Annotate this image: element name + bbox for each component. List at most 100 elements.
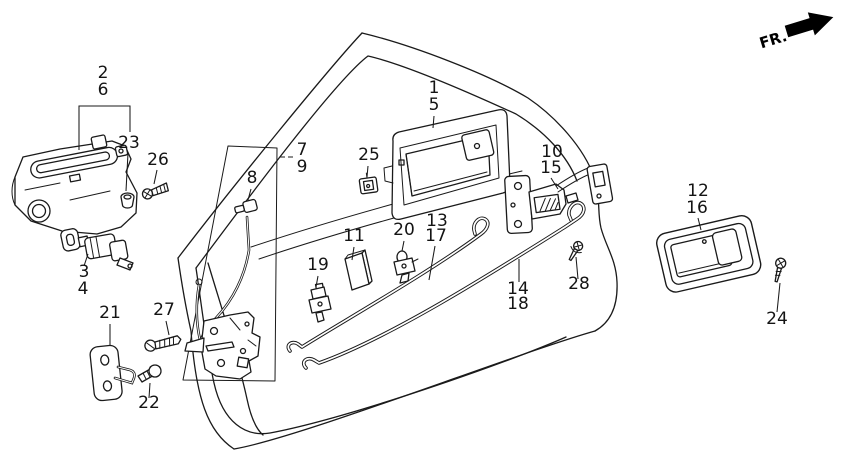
screw-27-shaft (154, 335, 182, 350)
clip-25-body (358, 176, 379, 195)
lock-lever-plate (533, 193, 561, 214)
callout-10: 10 (541, 142, 563, 162)
door-front-edge (177, 257, 235, 450)
leader-8 (247, 188, 252, 201)
bolt-22-drawing (137, 364, 162, 383)
outer-handle-tab-1 (90, 134, 108, 150)
leader-26 (153, 169, 158, 185)
callout-28: 28 (568, 274, 590, 294)
window-frame-inner-line (195, 55, 578, 269)
screw-24-threads (774, 270, 782, 276)
cylinder-lever-arm (116, 257, 134, 271)
callout-17: 17 (425, 226, 447, 246)
latch-hole-4 (244, 321, 250, 327)
outer-handle-edge-line (11, 176, 16, 206)
callout-25: 25 (358, 145, 380, 165)
lock-knob (565, 192, 579, 204)
inner-handle-inner-rim (663, 222, 754, 285)
lock-assembly-drawing (504, 163, 614, 235)
screw-28-drawing (568, 240, 584, 262)
inner-handle-rod-14-18 (301, 200, 586, 370)
callout-18: 18 (507, 294, 529, 314)
leader-2-6-bracket (78, 105, 131, 150)
window-frame-left-edge (177, 32, 363, 259)
leader-11 (351, 246, 355, 261)
clip-20-tail (399, 272, 410, 284)
callout-4: 4 (78, 279, 89, 299)
outer-handle-tab-hole (118, 148, 124, 154)
pocket-small-hole (398, 159, 405, 166)
clip-25-slot (362, 179, 375, 192)
callout-7: 7 (297, 140, 308, 160)
clip-20-hook (411, 258, 419, 263)
latch-lever-left (184, 337, 205, 353)
callout-27: 27 (153, 300, 175, 320)
callout-15: 15 (540, 158, 562, 178)
key-head-slot (65, 233, 76, 247)
outer-handle-tab-2 (114, 144, 129, 158)
callout-14: 14 (507, 279, 529, 299)
callout-24: 24 (766, 309, 788, 329)
clip-20-body (393, 257, 416, 276)
cylinder-end-cap (109, 239, 129, 262)
leader-12-16 (697, 217, 702, 231)
outer-handle-detail-2 (69, 190, 111, 201)
leader-20 (401, 240, 405, 252)
lock-arm-lower (557, 173, 591, 193)
leader-3-4 (83, 253, 89, 267)
clip-20-drawing (393, 250, 419, 284)
lock-plate-hole-top (513, 181, 523, 191)
callout-5: 5 (429, 95, 440, 115)
latch-detail-line-1 (229, 317, 241, 331)
callout-22: 22 (138, 393, 160, 413)
leader-27 (165, 320, 170, 336)
outer-handle-detail-slot (68, 173, 82, 183)
screw-28-shaft (568, 247, 579, 262)
screw-24-cross (776, 259, 785, 268)
cylinder-ridges (89, 236, 101, 258)
screw-26-drawing (141, 182, 169, 200)
latch-hole-2 (216, 358, 226, 368)
leader-10-15 (550, 177, 559, 190)
door-pocket-drawing (383, 108, 511, 221)
leader-13-17 (428, 245, 436, 281)
callout-12: 12 (687, 181, 709, 201)
callout-13: 13 (426, 211, 448, 231)
clip-20-hole (401, 263, 407, 269)
callout-labels: 1 5 2 6 23 26 8 7 9 25 10 15 12 16 13 17… (78, 63, 788, 413)
inner-handle-lever (711, 228, 743, 266)
inner-handle-case-drawing (655, 215, 762, 293)
door-right-edge (593, 176, 618, 332)
screw-24-drawing (774, 257, 787, 283)
lock-edge-bracket-hole (596, 193, 602, 199)
outer-handle-grip-inner (35, 151, 111, 174)
latch-fork-bar (205, 341, 235, 352)
callout-6: 6 (98, 80, 109, 100)
lock-arm-upper (555, 167, 589, 187)
callout-1: 1 (429, 78, 440, 98)
screw-8-drawing (234, 198, 258, 214)
pocket-bracket-hole (473, 142, 481, 150)
bolt-22-head-dome (149, 364, 161, 368)
screw-26-cross (143, 189, 152, 199)
latch-detail-line-2 (247, 339, 257, 347)
leader-23 (125, 152, 129, 192)
screw-27-drawing (144, 335, 182, 352)
striker-plate (89, 344, 123, 402)
bolt-22-threads (142, 370, 151, 380)
pocket-recess-wall (405, 153, 488, 197)
cylinder-lever-hole (127, 263, 133, 269)
outer-handle-detail-1 (24, 182, 61, 191)
clip-19-hole (317, 301, 323, 307)
striker-hole-bottom (102, 380, 113, 392)
leader-24 (776, 282, 781, 313)
callout-11: 11 (343, 226, 365, 246)
lock-plate-hole-mid (510, 202, 516, 208)
leader-lines (78, 105, 781, 399)
callout-9: 9 (297, 157, 308, 177)
callout-19: 19 (307, 255, 329, 275)
rod-14-18-core (302, 201, 585, 369)
leader-28 (575, 256, 579, 280)
